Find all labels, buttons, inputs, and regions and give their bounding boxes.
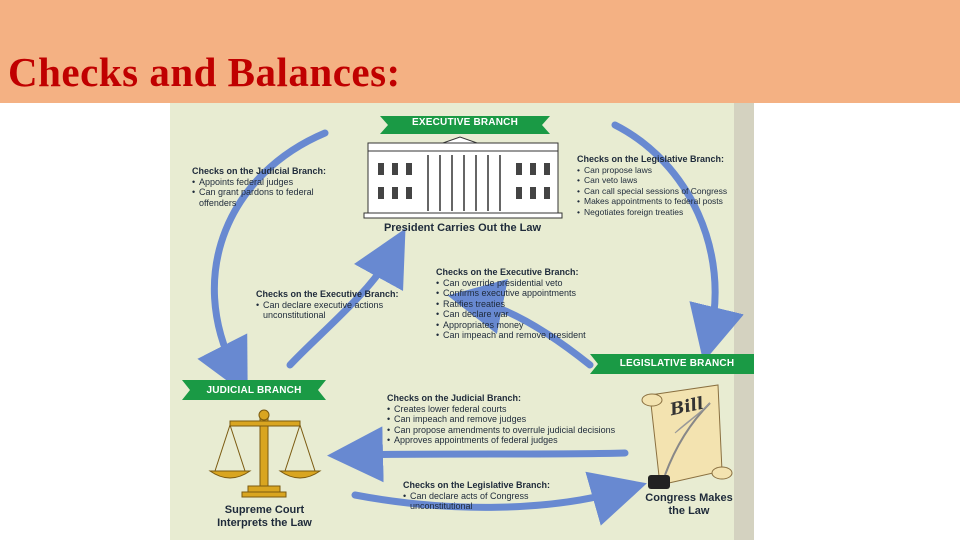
legislative-caption: Congress Makes the Law — [625, 492, 753, 518]
scales-of-justice-illustration — [210, 410, 320, 497]
jud-checks-on-executive-heading: Checks on the Executive Branch: — [256, 289, 426, 300]
jud-checks-on-legislative-heading: Checks on the Legislative Branch: — [403, 480, 588, 491]
list-item: Appropriates money — [436, 320, 626, 331]
exec-checks-on-judicial: Checks on the Judicial Branch: Appoints … — [192, 166, 352, 208]
list-item: Can override presidential veto — [436, 278, 626, 289]
list-item: Can impeach and remove president — [436, 330, 626, 341]
leg-checks-on-judicial-heading: Checks on the Judicial Branch: — [387, 393, 617, 404]
exec-checks-on-judicial-heading: Checks on the Judicial Branch: — [192, 166, 352, 177]
judicial-caption-line2: Interprets the Law — [192, 517, 337, 530]
legislative-caption-line1: Congress Makes — [625, 492, 753, 505]
list-item: Can declare executive actions unconstitu… — [256, 300, 426, 321]
white-house-illustration — [364, 137, 562, 218]
arrow-leg-to-judicial — [355, 453, 625, 455]
jud-checks-on-executive: Checks on the Executive Branch: Can decl… — [256, 289, 426, 321]
list-item: Ratifies treaties — [436, 299, 626, 310]
list-item: Confirms executive appointments — [436, 288, 626, 299]
list-item: Can impeach and remove judges — [387, 414, 617, 425]
exec-checks-on-legislative: Checks on the Legislative Branch: Can pr… — [577, 154, 754, 217]
title-bar: Checks and Balances: — [0, 0, 960, 103]
legislative-caption-line2: the Law — [625, 505, 753, 518]
exec-checks-on-legislative-heading: Checks on the Legislative Branch: — [577, 154, 754, 165]
list-item: Can grant pardons to federal offenders — [192, 187, 352, 208]
executive-branch-label: EXECUTIVE BRANCH — [388, 117, 542, 128]
legislative-branch-label: LEGISLATIVE BRANCH — [600, 358, 754, 369]
slide-title: Checks and Balances: — [8, 48, 401, 96]
judicial-branch-label: JUDICIAL BRANCH — [190, 385, 318, 396]
list-item: Appoints federal judges — [192, 177, 352, 188]
leg-checks-on-executive-heading: Checks on the Executive Branch: — [436, 267, 626, 278]
jud-checks-on-legislative: Checks on the Legislative Branch: Can de… — [403, 480, 588, 512]
list-item: Can propose laws — [577, 165, 754, 176]
list-item: Creates lower federal courts — [387, 404, 617, 415]
list-item: Can propose amendments to overrule judic… — [387, 425, 617, 436]
executive-caption: President Carries Out the Law — [350, 222, 575, 235]
list-item: Can declare war — [436, 309, 626, 320]
checks-balances-diagram: EXECUTIVE BRANCH LEGISLATIVE BRANCH JUDI… — [170, 103, 754, 540]
list-item: Approves appointments of federal judges — [387, 435, 617, 446]
judicial-caption-line1: Supreme Court — [192, 504, 337, 517]
judicial-caption: Supreme Court Interprets the Law — [192, 504, 337, 530]
list-item: Can veto laws — [577, 175, 754, 186]
list-item: Negotiates foreign treaties — [577, 207, 754, 218]
list-item: Makes appointments to federal posts — [577, 196, 754, 207]
list-item: Can call special sessions of Congress — [577, 186, 754, 197]
list-item: Can declare acts of Congress unconstitut… — [403, 491, 588, 512]
leg-checks-on-judicial: Checks on the Judicial Branch: Creates l… — [387, 393, 617, 446]
leg-checks-on-executive: Checks on the Executive Branch: Can over… — [436, 267, 626, 341]
